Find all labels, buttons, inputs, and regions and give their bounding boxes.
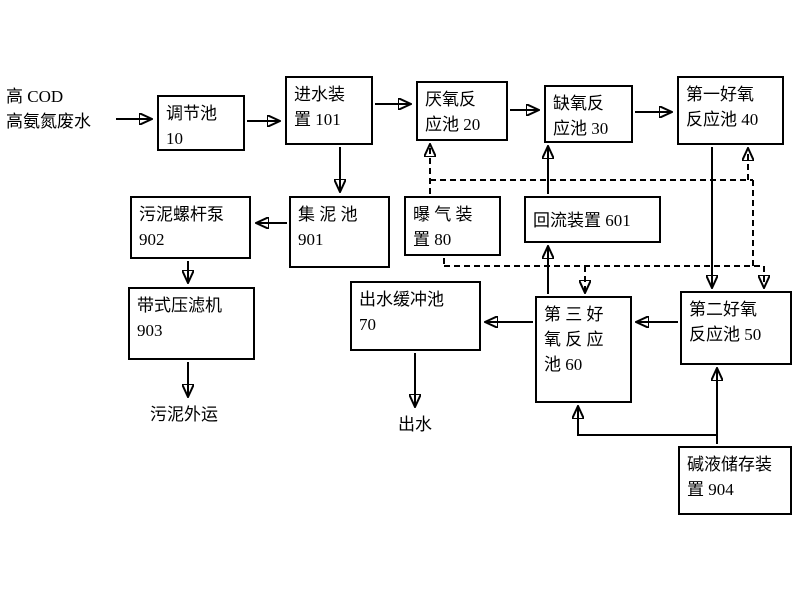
node-anoxic-tank-30: 缺氧反 应池 30 [544,85,633,143]
node-anaerobic-tank-20: 厌氧反 应池 20 [416,81,508,141]
node-first-aerobic-tank-40: 第一好氧 反应池 40 [677,76,784,145]
inlet-label-line2: 高氨氮废水 [6,112,91,131]
node-label: 碱液储存装 [687,455,772,474]
node-belt-filter-press-903: 带式压滤机 903 [128,287,255,360]
node-label: 回流装置 601 [533,211,631,230]
node-sludge-collecting-tank-901: 集 泥 池 901 [289,196,390,268]
node-label: 池 60 [544,355,583,374]
node-label: 氧 反 应 [544,330,604,349]
node-label: 第二好氧 [689,300,757,319]
inlet-label-line1: 高 COD [6,87,64,106]
node-label: 902 [139,230,165,249]
node-label: 反应池 40 [686,110,759,129]
node-label: 集 泥 池 [298,205,358,224]
node-label: 出水缓冲池 [359,290,444,309]
node-label: 第 三 好 [544,305,604,324]
node-label: 10 [166,129,183,148]
node-second-aerobic-tank-50: 第二好氧 反应池 50 [680,291,792,365]
node-label: 调节池 [166,104,217,123]
node-label: 901 [298,230,324,249]
node-label: 应池 30 [553,119,609,138]
node-label: 反应池 50 [689,325,762,344]
node-label: 第一好氧 [686,85,754,104]
node-effluent-buffer-tank-70: 出水缓冲池 70 [350,281,481,351]
node-regulating-tank-10: 调节池 10 [157,95,245,151]
node-alkali-storage-device-904: 碱液储存装 置 904 [678,446,792,515]
node-sludge-screw-pump-902: 污泥螺杆泵 902 [130,196,251,259]
node-label: 带式压滤机 [137,296,222,315]
node-label: 污泥螺杆泵 [139,205,224,224]
inlet-label: 高 COD 高氨氮废水 [6,84,91,134]
node-label: 置 904 [687,480,734,499]
node-label: 应池 20 [425,115,481,134]
node-label: 903 [137,321,163,340]
node-label: 置 80 [413,230,452,249]
node-label: 置 101 [294,110,341,129]
node-aeration-device-80: 曝 气 装 置 80 [404,196,501,256]
arrow-904-to-60 [578,407,717,436]
node-label: 曝 气 装 [413,205,473,224]
node-label: 缺氧反 [553,94,604,113]
node-inlet-device-101: 进水装 置 101 [285,76,373,145]
node-third-aerobic-tank-60: 第 三 好 氧 反 应 池 60 [535,296,632,403]
water-out-label: 出水 [398,415,432,434]
node-label: 厌氧反 [425,90,476,109]
node-reflux-device-601: 回流装置 601 [524,196,661,243]
sludge-out-label: 污泥外运 [150,405,218,424]
node-label: 进水装 [294,85,345,104]
node-label: 70 [359,315,376,334]
